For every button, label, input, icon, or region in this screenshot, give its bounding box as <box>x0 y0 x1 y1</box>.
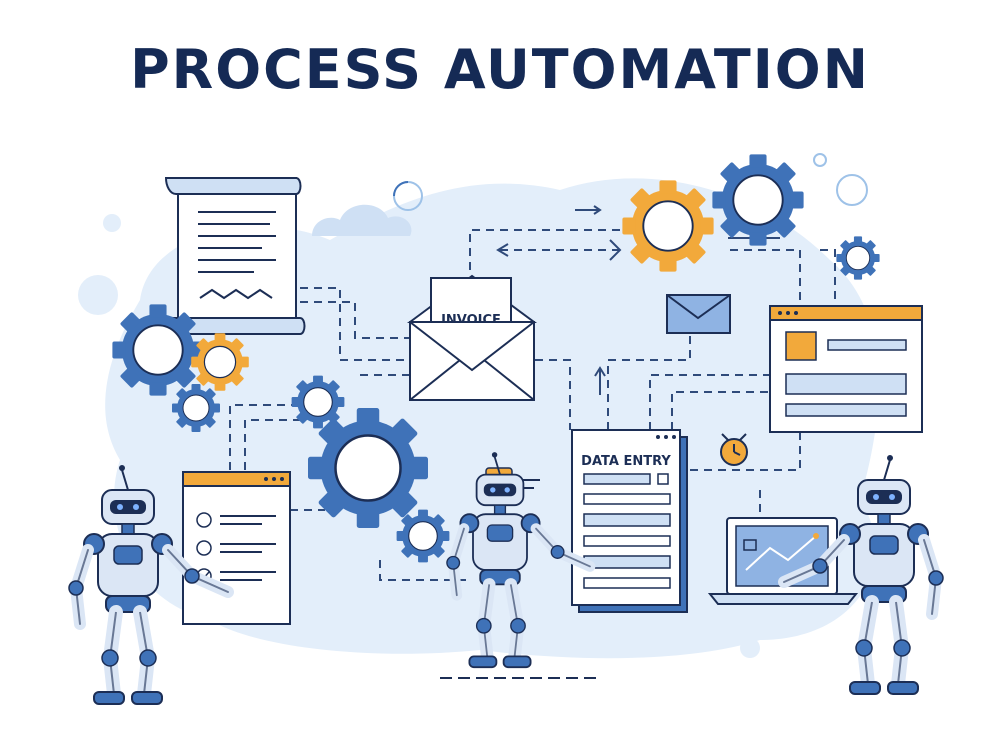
gear-icon <box>396 509 450 563</box>
mail-icon <box>666 294 731 334</box>
data-entry-form: DATA ENTRY <box>571 429 688 613</box>
document-icon <box>158 177 306 335</box>
cloud-icon <box>312 204 412 236</box>
gear-icon <box>190 332 250 392</box>
gear-icon <box>171 383 221 433</box>
gear-icon <box>711 153 805 247</box>
page-title: PROCESS AUTOMATION <box>130 38 870 101</box>
gear-icon <box>111 303 205 397</box>
gear-icon <box>306 406 430 530</box>
gear-icon <box>835 235 881 281</box>
gear-icon <box>291 375 345 429</box>
checklist-icon <box>182 471 291 625</box>
envelope-icon: INVOICE <box>406 274 538 401</box>
browser-window-icon <box>769 305 923 433</box>
timer-icon <box>720 433 748 466</box>
laptop-icon <box>707 517 859 605</box>
data-entry-label: DATA ENTRY <box>581 454 671 469</box>
gear-icon <box>621 179 715 273</box>
